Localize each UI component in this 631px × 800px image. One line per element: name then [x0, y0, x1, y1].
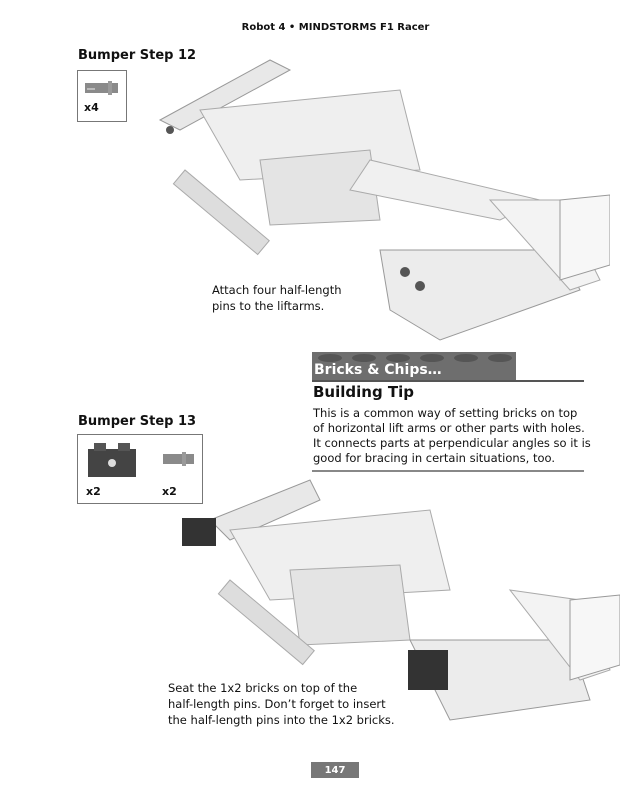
- step-13-parts-box: x2 x2: [77, 434, 203, 504]
- part-qty: x2: [86, 485, 101, 498]
- caption-line: half-length pins. Don’t forget to insert: [168, 697, 386, 711]
- part-qty: x4: [84, 101, 99, 114]
- caption-line: the half-length pins into the 1x2 bricks…: [168, 713, 395, 727]
- divider: [312, 380, 584, 382]
- tip-line: of horizontal lift arms or other parts w…: [313, 421, 585, 435]
- step-12-model-illustration: [158, 59, 610, 341]
- tip-line: It connects parts at perpendicular angle…: [313, 436, 591, 450]
- half-pin-icon: [85, 81, 118, 95]
- caption-line: Attach four half-length: [212, 283, 342, 297]
- step-12-title: Bumper Step 12: [78, 48, 197, 63]
- brick-studs-icon: [318, 354, 512, 362]
- caption-line: Seat the 1x2 bricks on top of the: [168, 681, 358, 695]
- tip-line: good for bracing in certain situations, …: [313, 451, 555, 465]
- step-12-caption: Attach four half-length pins to the lift…: [212, 282, 342, 314]
- step-13-model-illustration: [182, 479, 620, 721]
- part-qty: x2: [162, 485, 177, 498]
- brick-1x2-icon: [88, 443, 136, 477]
- tip-body: This is a common way of setting bricks o…: [313, 406, 593, 466]
- tip-banner-label: Bricks & Chips…: [314, 362, 442, 378]
- step-12-parts-box: x4: [77, 70, 127, 122]
- tip-line: This is a common way of setting bricks o…: [313, 406, 578, 420]
- page-number: 147: [311, 762, 359, 778]
- divider: [312, 470, 584, 472]
- tip-banner-brick: [312, 352, 516, 380]
- tip-heading: Building Tip: [313, 383, 415, 401]
- step-13-caption: Seat the 1x2 bricks on top of the half-l…: [168, 680, 395, 728]
- half-pin-icon: [163, 452, 194, 466]
- running-header: Robot 4 • MINDSTORMS F1 Racer: [241, 22, 430, 33]
- caption-line: pins to the liftarms.: [212, 299, 325, 313]
- step-13-title: Bumper Step 13: [78, 414, 197, 429]
